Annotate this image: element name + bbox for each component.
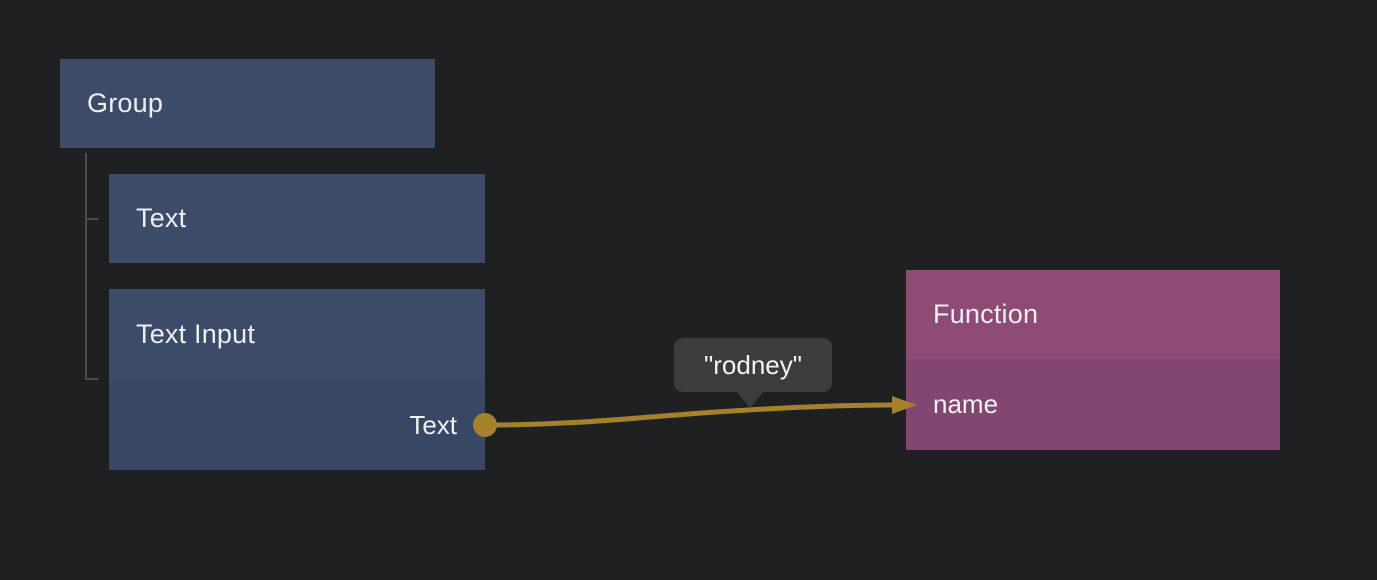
name-input-port-row[interactable]: name [906,359,1280,450]
connection-wire[interactable] [482,402,898,428]
text-input-node-header: Text Input [109,289,485,380]
text-input-node-title: Text Input [136,319,256,349]
text-node[interactable]: Text [109,174,485,263]
tree-connector-vertical [85,153,87,380]
text-output-port-row[interactable]: Text [109,380,485,470]
name-input-port-label: name [933,389,999,419]
text-node-header: Text [109,174,485,263]
group-node-title: Group [87,88,164,118]
text-input-node[interactable]: Text Input Text [109,289,485,470]
function-node[interactable]: Function name [906,270,1280,450]
function-node-header: Function [906,270,1280,359]
text-input-node-body: Text [109,380,485,470]
value-tooltip-tail-icon [736,391,764,408]
tree-connector-tick-text [85,218,98,220]
group-node-header: Group [60,59,435,148]
tree-connector-tick-text-input [85,378,98,380]
group-node[interactable]: Group [60,59,435,148]
text-node-title: Text [136,203,187,233]
function-node-body: name [906,359,1280,450]
text-output-port-label: Text [409,409,457,440]
value-tooltip-text: "rodney" [704,349,802,380]
value-tooltip: "rodney" [674,338,832,392]
function-node-title: Function [933,299,1039,329]
